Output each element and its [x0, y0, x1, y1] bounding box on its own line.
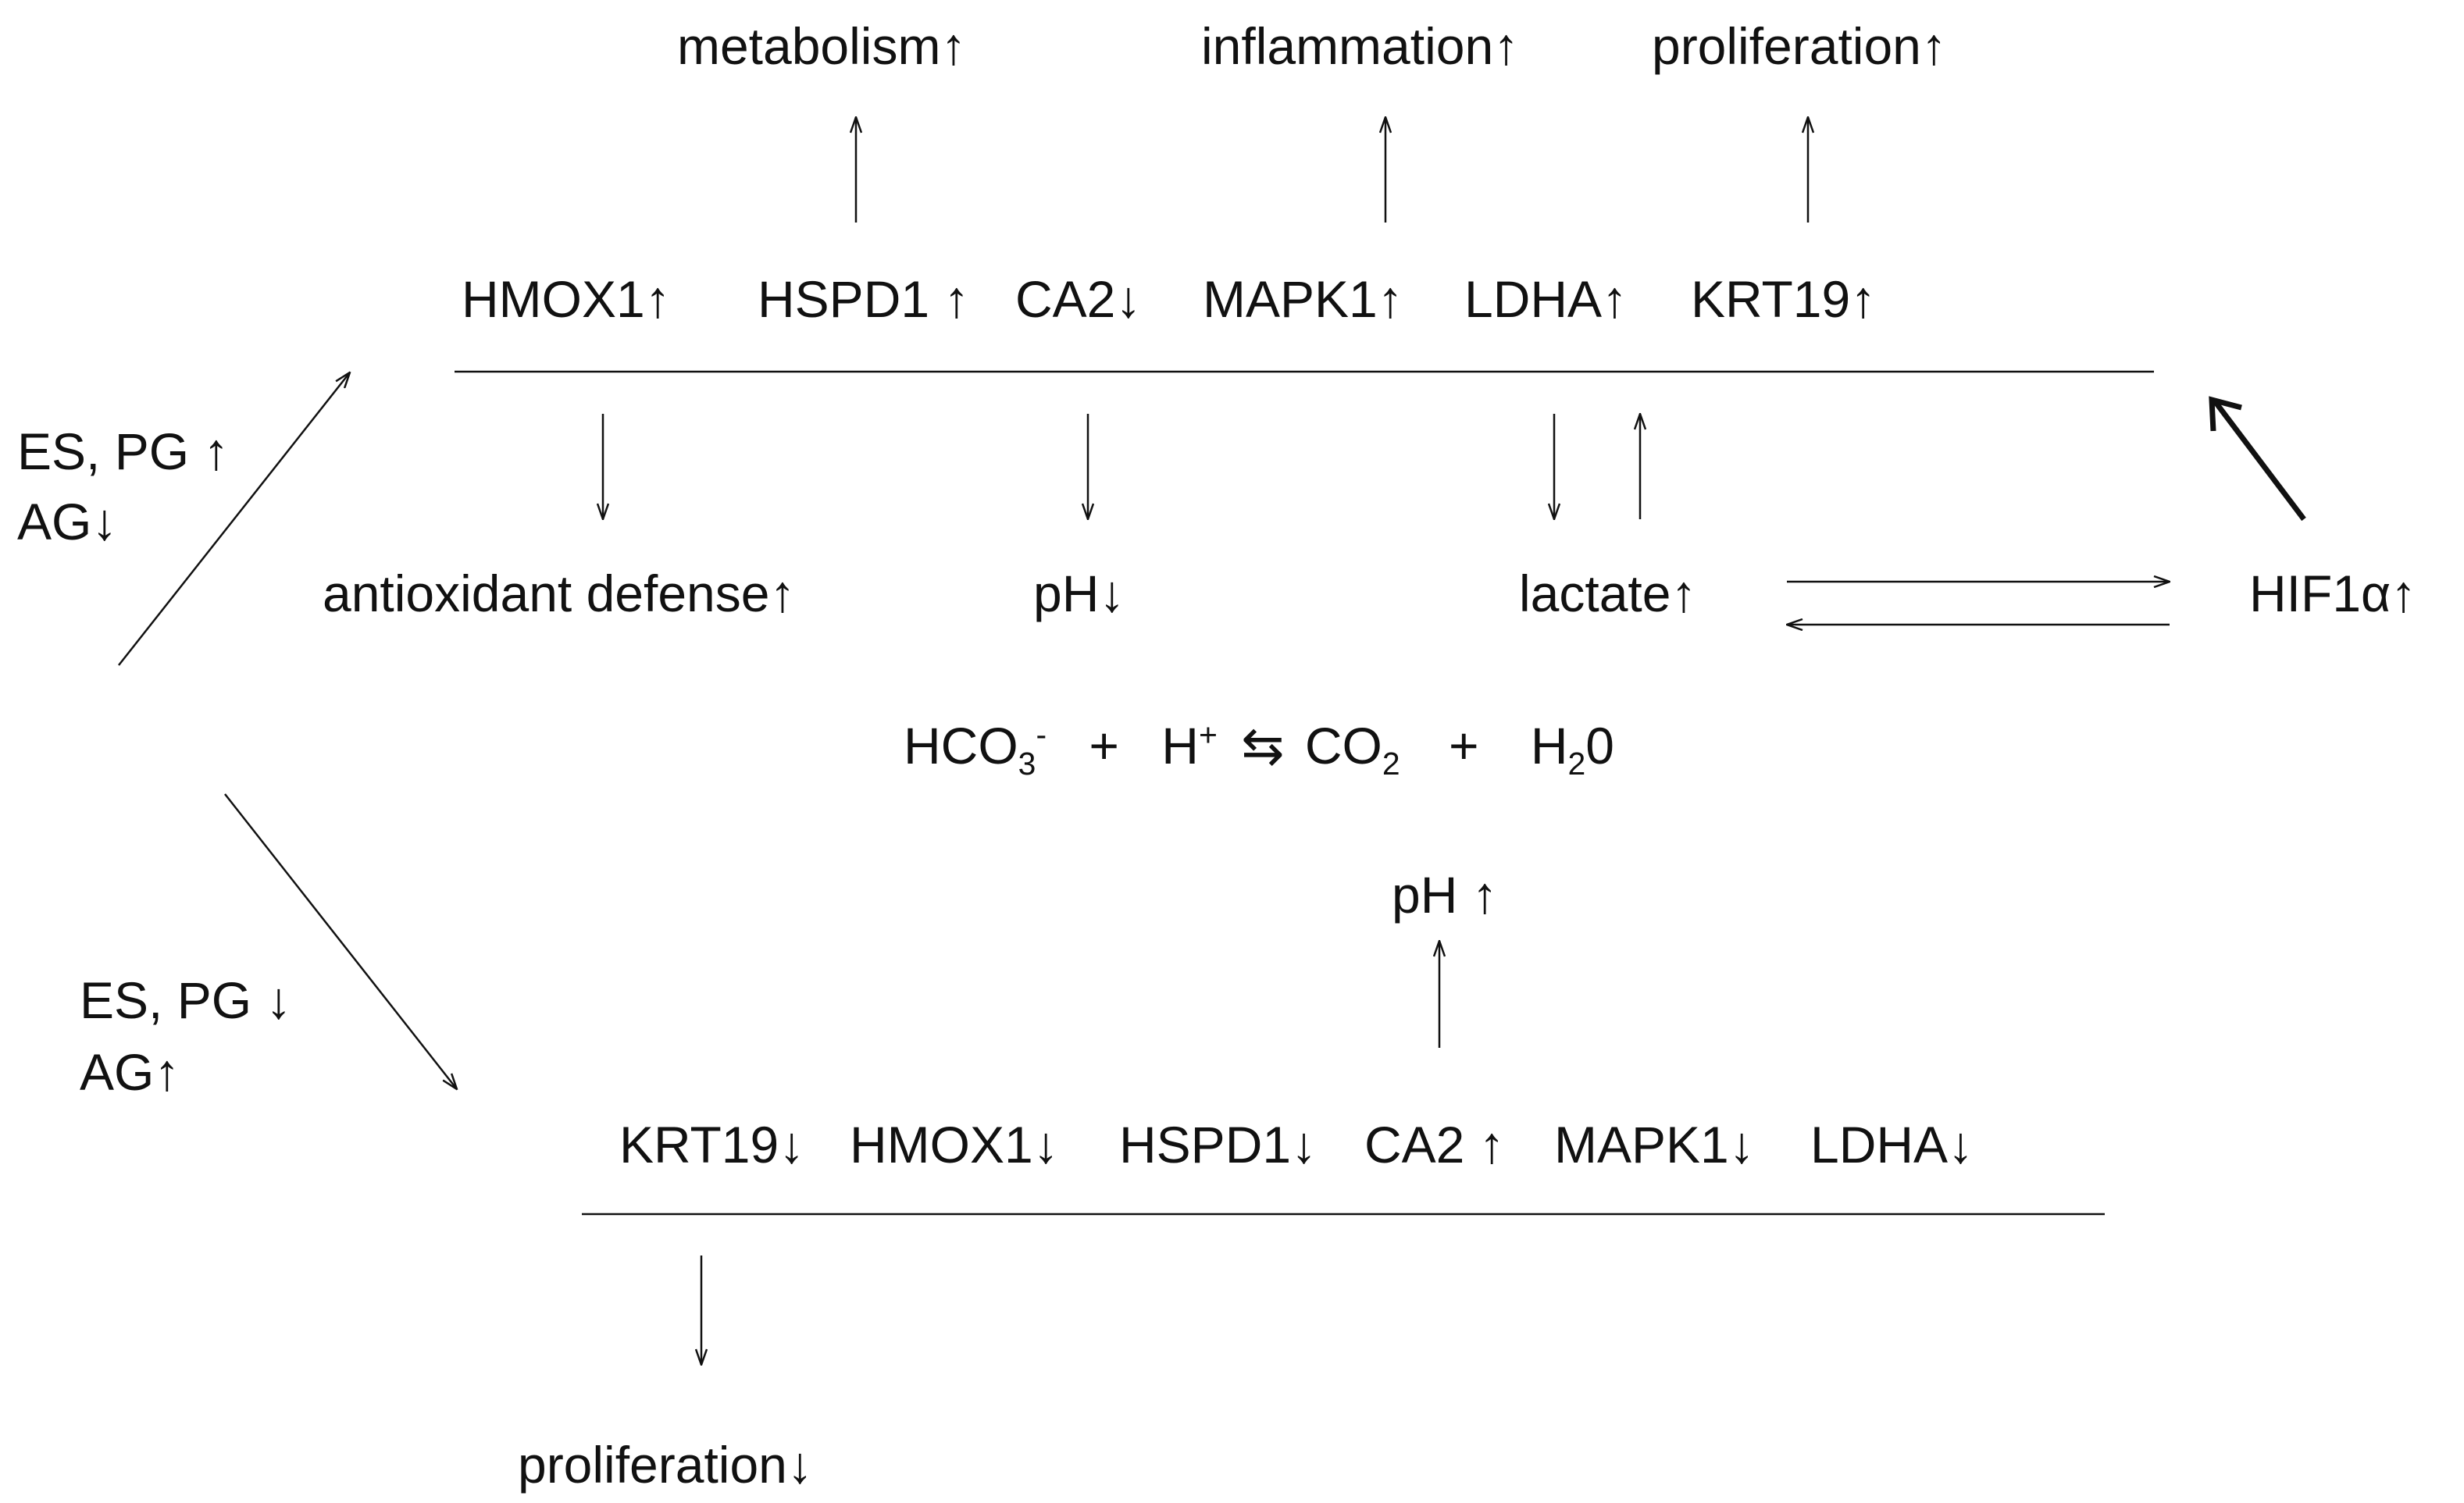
proliferation-down: proliferation↓ — [518, 1436, 813, 1494]
diagonal-arrow-up — [118, 372, 350, 666]
gene-hspd1-up: HSPD1 ↑ — [758, 270, 970, 328]
gene-ldha-up: LDHA↑ — [1464, 270, 1628, 328]
equilibrium-arrows-icon: ⇆ — [1241, 717, 1285, 775]
proton-label: H — [1161, 717, 1199, 775]
gene-ldha-down: LDHA↓ — [1810, 1116, 1974, 1174]
condition-ag-down: AG↓ — [17, 493, 118, 550]
hif-bold-arrowhead — [2209, 396, 2242, 432]
bicarbonate-label: HCO — [904, 717, 1018, 775]
water-tail: 0 — [1585, 717, 1615, 775]
condition-es-pg-down: ES, PG ↓ — [80, 971, 292, 1029]
bicarbonate-subscript: 3 — [1018, 746, 1036, 782]
gene-mapk1-down: MAPK1↓ — [1554, 1116, 1755, 1174]
proton-charge: + — [1198, 717, 1218, 753]
antioxidant-defense-up: antioxidant defense↑ — [323, 565, 796, 622]
gene-mapk1-up: MAPK1↑ — [1203, 270, 1403, 328]
co2-subscript: 2 — [1382, 746, 1400, 782]
diagonal-arrow-down — [224, 793, 457, 1089]
plus-sign-1: + — [1089, 717, 1119, 775]
gene-ca2-up: CA2 ↑ — [1364, 1116, 1505, 1174]
ph-up: pH ↑ — [1392, 866, 1498, 924]
effect-metabolism: metabolism↑ — [677, 17, 967, 75]
bicarbonate-equation: HCO3- + H+ ⇆ CO2 + H20 — [904, 717, 1614, 780]
condition-es-pg-up: ES, PG ↑ — [17, 422, 230, 480]
gene-hmox1-down: HMOX1↓ — [850, 1116, 1059, 1174]
co2-label: CO — [1304, 717, 1382, 775]
gene-hspd1-down: HSPD1↓ — [1119, 1116, 1318, 1174]
water-label: H — [1530, 717, 1568, 775]
condition-ag-up: AG↑ — [80, 1043, 180, 1101]
ph-down: pH↓ — [1033, 565, 1125, 622]
water-subscript: 2 — [1567, 746, 1586, 782]
hif1a-up: HIF1α↑ — [2249, 565, 2417, 622]
plus-sign-2: + — [1448, 717, 1479, 775]
gene-krt19-up: KRT19↑ — [1691, 270, 1877, 328]
effect-inflammation: inflammation↑ — [1201, 17, 1520, 75]
gene-ca2-down: CA2↓ — [1015, 270, 1142, 328]
lactate-up: lactate↑ — [1519, 565, 1697, 622]
hif-bold-arrow — [2213, 399, 2306, 522]
bicarbonate-charge: - — [1036, 717, 1047, 753]
effect-proliferation-up: proliferation↑ — [1652, 17, 1947, 75]
gene-krt19-down: KRT19↓ — [619, 1116, 805, 1174]
gene-hmox1-up: HMOX1↑ — [462, 270, 671, 328]
